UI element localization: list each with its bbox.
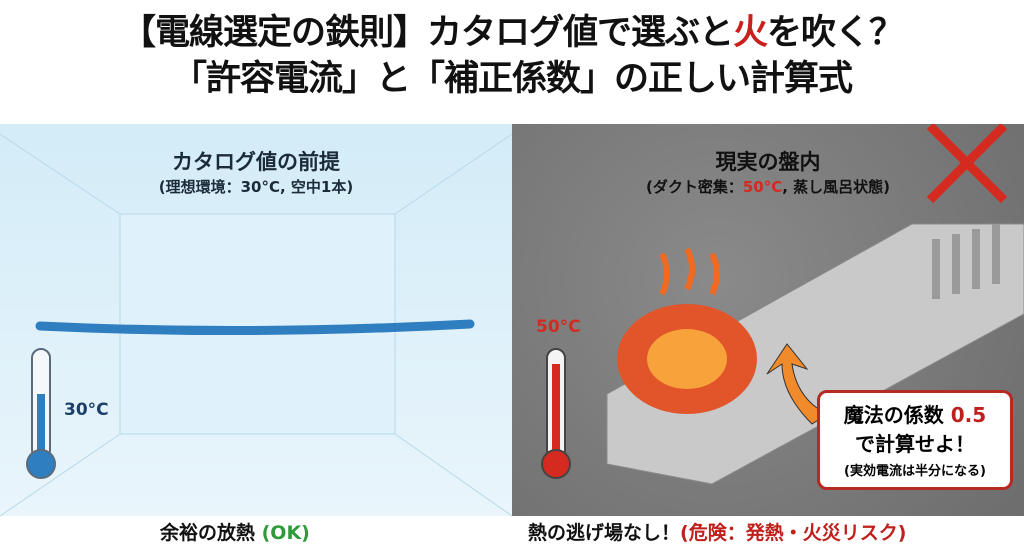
- title-line2: 「許容電流」と「補正係数」の正しい計算式: [171, 59, 853, 99]
- title-line1: 【電線選定の鉄則】カタログ値で選ぶと: [120, 13, 734, 53]
- panel-subheading: (理想環境：30°C, 空中1本): [158, 178, 354, 196]
- callout-text: 魔法の係数: [843, 403, 951, 427]
- cross-mark-icon: [926, 124, 1008, 204]
- left-caption: 余裕の放熱 (OK): [160, 518, 310, 545]
- callout-note: (実効電流は半分になる): [844, 464, 986, 479]
- panel-heading: 現実の盤内: [715, 150, 821, 174]
- caption-text: 熱の逃げ場なし！: [528, 522, 681, 544]
- correction-factor-value: 0.5: [950, 403, 987, 427]
- sub-text-end: , 蒸し風呂状態): [782, 178, 891, 196]
- correction-factor-callout: 魔法の係数 0.5 で計算せよ！ (実効電流は半分になる): [817, 390, 1013, 490]
- thermometer-icon: [541, 348, 571, 479]
- danger-label: (危険：発熱・火災リスク): [680, 522, 907, 544]
- catalog-premise-panel: カタログ値の前提 (理想環境：30°C, 空中1本) 30°C: [0, 124, 512, 516]
- room-illustration: [0, 133, 512, 516]
- real-panel-panel: 現実の盤内 (ダクト密集：50°C, 蒸し風呂状態) 50°C: [512, 124, 1024, 516]
- ok-label: (OK): [261, 522, 310, 544]
- caption-text: 余裕の放熱: [160, 522, 262, 544]
- right-caption: 熱の逃げ場なし！(危険：発熱・火災リスク): [528, 518, 906, 545]
- page-title: 【電線選定の鉄則】カタログ値で選ぶと火を吹く？ 「許容電流」と「補正係数」の正し…: [0, 10, 1024, 102]
- panel-subheading: (ダクト密集：50°C, 蒸し風呂状態): [512, 176, 1024, 197]
- title-fire-word: 火: [732, 13, 768, 53]
- callout-text-2: で計算せよ！: [855, 432, 975, 456]
- arrow-icon: [766, 343, 828, 425]
- sub-temperature: 50°C: [742, 178, 783, 196]
- duct-illustration: [541, 124, 1024, 485]
- thermometer-icon: [26, 348, 56, 479]
- heat-waves-icon: [659, 247, 720, 296]
- temperature-label: 50°C: [536, 317, 581, 337]
- sub-text: (ダクト密集：: [645, 178, 743, 196]
- panel-heading: カタログ値の前提: [172, 150, 340, 174]
- temperature-label: 30°C: [64, 400, 109, 420]
- title-line1-end: を吹く？: [767, 13, 904, 53]
- wire-icon: [35, 319, 475, 336]
